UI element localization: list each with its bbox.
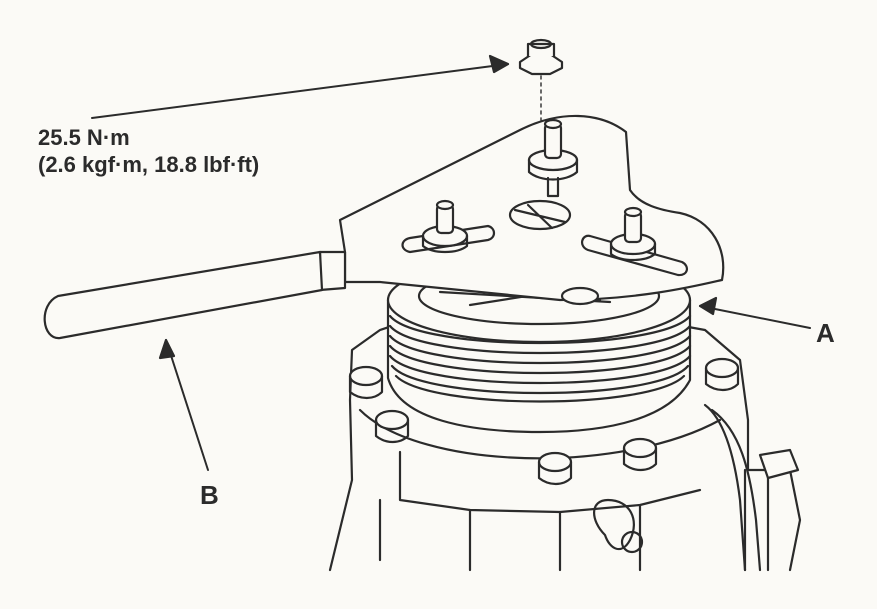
torque-spec-label: 25.5 N·m (2.6 kgf·m, 18.8 lbf·ft) [38, 124, 259, 178]
housing-bolt-4 [622, 437, 658, 472]
housing-bolt-1 [348, 365, 384, 400]
pulley-holder-wrench [43, 114, 725, 340]
leader-line-b [165, 339, 209, 471]
torque-leader-line [91, 63, 509, 119]
torque-arrowhead [488, 54, 510, 74]
callout-label-b: B [200, 480, 219, 510]
leader-line-a [699, 305, 811, 329]
callout-label-a: A [816, 318, 835, 348]
arrowhead-a [698, 296, 718, 316]
lock-nut [518, 38, 564, 76]
wrench-pin-left [421, 199, 469, 254]
torque-metric: 25.5 N·m [38, 125, 130, 150]
wrench-center-stud [527, 118, 579, 198]
wrench-pin-right [609, 206, 657, 262]
housing-bolt-3 [537, 451, 573, 486]
housing-bolt-2 [374, 409, 410, 444]
arrowhead-b [158, 338, 176, 360]
housing-bolt-5 [704, 357, 740, 392]
torque-imperial: (2.6 kgf·m, 18.8 lbf·ft) [38, 152, 260, 177]
